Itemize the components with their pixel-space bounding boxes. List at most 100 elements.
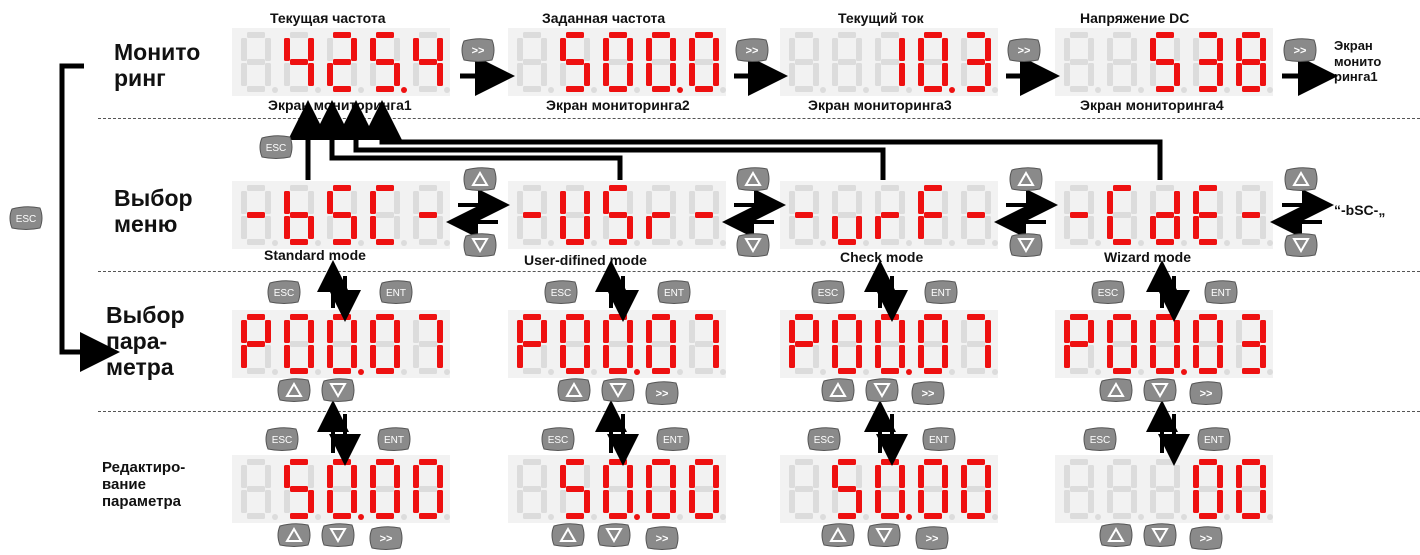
segment-digit [1236,459,1273,520]
down-key[interactable] [600,377,636,403]
segment-digit [646,314,683,375]
label-dc-voltage: Напряжение DC [1080,10,1190,26]
svg-text:ESC: ESC [16,214,37,225]
svg-text:>>: >> [922,388,935,400]
up-key[interactable] [276,522,312,548]
shift-key[interactable]: >> [1188,380,1224,406]
vertical-double-arrow [595,260,639,322]
shift-key[interactable]: >> [914,525,950,551]
ent-key[interactable]: ENT [376,426,412,452]
label-monitor-screen-3: Экран мониторинга3 [808,97,952,113]
segment-digit [241,314,278,375]
up-key[interactable] [1283,166,1319,192]
esc-key[interactable]: ESC [258,134,294,160]
up-key[interactable] [550,522,586,548]
row-label-monitoring: Монито ринг [114,39,201,91]
down-key[interactable] [320,377,356,403]
down-key[interactable] [864,377,900,403]
shift-key[interactable]: >> [644,525,680,551]
shift-key[interactable]: >> [734,37,770,63]
down-key[interactable] [596,522,632,548]
up-key[interactable] [462,166,498,192]
segment-digit [370,185,407,246]
segment-digit [1236,314,1273,375]
up-key[interactable] [820,522,856,548]
up-key[interactable] [1098,522,1134,548]
segment-digit [560,185,597,246]
ent-key[interactable]: ENT [1196,426,1232,452]
svg-text:>>: >> [1200,388,1213,400]
ent-key[interactable]: ENT [656,279,692,305]
down-key[interactable] [735,232,771,258]
shift-key[interactable]: >> [368,525,404,551]
segment-digit [370,459,407,520]
esc-key[interactable]: ESC [806,426,842,452]
up-key[interactable] [1008,166,1044,192]
shift-key[interactable]: >> [910,380,946,406]
segment-digit [689,185,726,246]
up-key[interactable] [735,166,771,192]
row-separator [98,118,1420,119]
shift-key[interactable]: >> [644,380,680,406]
ent-key[interactable]: ENT [921,426,957,452]
up-key[interactable] [1098,377,1134,403]
segment-digit [789,459,826,520]
esc-key[interactable]: ESC [1090,279,1126,305]
segment-digit [1193,459,1230,520]
up-key[interactable] [820,377,856,403]
segment-digit [517,314,554,375]
esc-key[interactable]: ESC [266,279,302,305]
row-separator [98,411,1420,412]
esc-key[interactable]: ESC [543,279,579,305]
segment-digit [370,314,407,375]
segment-digit [1064,459,1101,520]
display-edit-2 [508,455,726,523]
segment-digit [918,32,955,93]
segment-digit [603,32,640,93]
svg-text:ENT: ENT [1211,288,1231,299]
display-menu-usr [508,181,726,249]
label-return-monitor-1: Экран монито ринга1 [1334,38,1382,85]
segment-digit [517,459,554,520]
svg-text:ENT: ENT [386,288,406,299]
ent-key[interactable]: ENT [923,279,959,305]
svg-text:>>: >> [1200,533,1213,545]
segment-digit [875,185,912,246]
segment-digit [961,32,998,93]
segment-digit [789,314,826,375]
down-key[interactable] [1008,232,1044,258]
segment-digit [1107,185,1144,246]
segment-digit [1064,314,1101,375]
down-key[interactable] [462,232,498,258]
shift-key[interactable]: >> [1188,525,1224,551]
ent-key[interactable]: ENT [655,426,691,452]
up-key[interactable] [276,377,312,403]
esc-key[interactable]: ESC [540,426,576,452]
segment-digit [789,185,826,246]
svg-text:ESC: ESC [548,435,569,446]
segment-digit [284,185,321,246]
ent-key[interactable]: ENT [1203,279,1239,305]
ent-key[interactable]: ENT [378,279,414,305]
down-key[interactable] [1142,522,1178,548]
down-key[interactable] [866,522,902,548]
shift-key[interactable]: >> [1282,37,1318,63]
down-key[interactable] [1283,232,1319,258]
display-monitor-1 [232,28,450,96]
shift-key[interactable]: >> [460,37,496,63]
segment-digit [284,459,321,520]
svg-text:ESC: ESC [818,288,839,299]
shift-key[interactable]: >> [1006,37,1042,63]
segment-digit [918,314,955,375]
esc-key[interactable]: ESC [1082,426,1118,452]
vertical-double-arrow [1146,400,1190,466]
down-key[interactable] [1142,377,1178,403]
up-key[interactable] [556,377,592,403]
menu-double-arrow [1270,189,1334,238]
segment-digit [646,459,683,520]
down-key[interactable] [320,522,356,548]
esc-key[interactable]: ESC [810,279,846,305]
esc-key[interactable]: ESC [8,205,44,231]
segment-digit [241,32,278,93]
esc-key[interactable]: ESC [264,426,300,452]
